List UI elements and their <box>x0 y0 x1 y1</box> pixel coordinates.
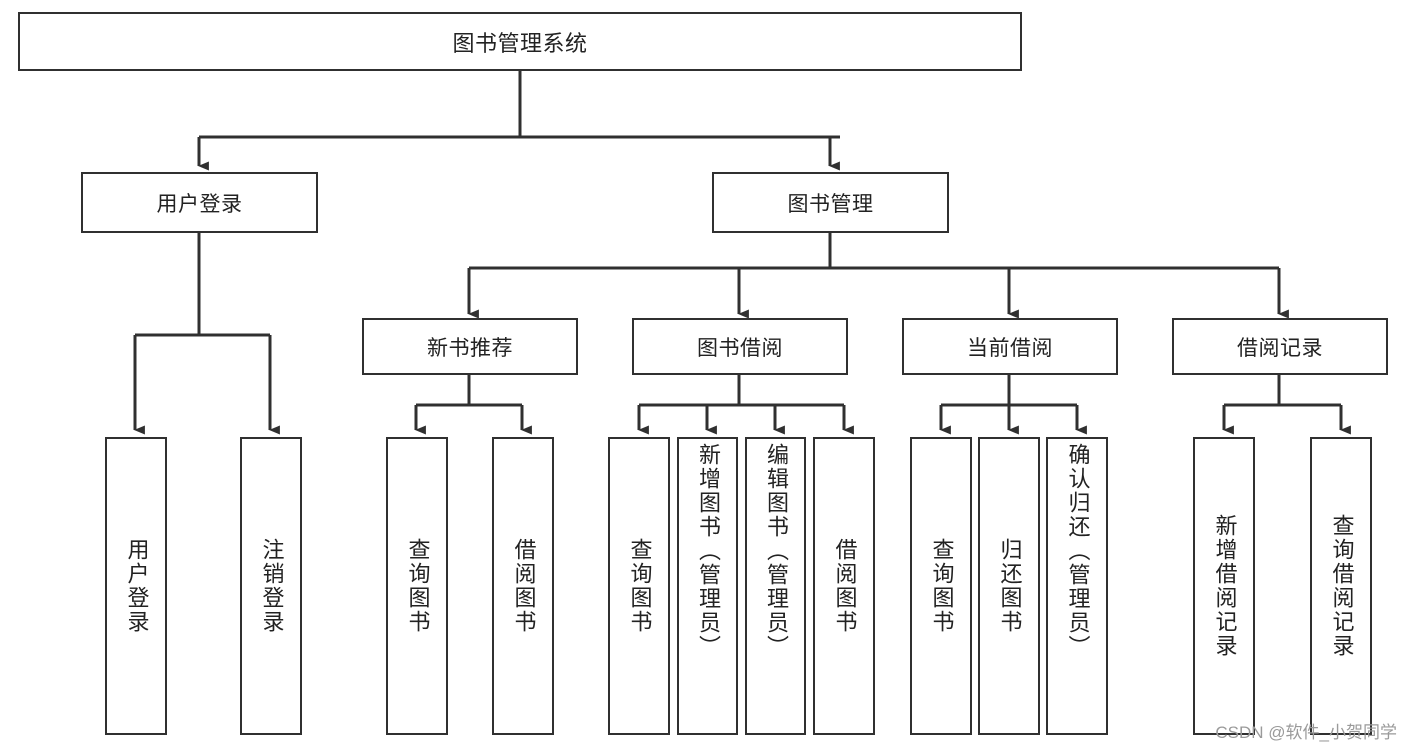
leaf-user-logout[interactable]: 注销登录 <box>240 437 302 735</box>
leaf-user-login-do[interactable]: 用户登录 <box>105 437 167 735</box>
node-borrow-record[interactable]: 借阅记录 <box>1172 318 1388 375</box>
node-label: 新书推荐 <box>427 336 513 360</box>
node-label: 查询图书 <box>627 538 653 634</box>
node-label: 查询借阅记录 <box>1329 514 1355 658</box>
leaf-borrow-query-book[interactable]: 查询图书 <box>608 437 670 735</box>
node-label: 图书借阅 <box>697 336 783 360</box>
node-label: 确认归还（管理员） <box>1065 443 1091 659</box>
node-label: 注销登录 <box>259 538 285 634</box>
csdn-watermark: CSDN @软件_小贺同学 <box>1215 723 1397 742</box>
leaf-current-query-book[interactable]: 查询图书 <box>910 437 972 735</box>
node-label: 查询图书 <box>929 538 955 634</box>
leaf-current-return-book[interactable]: 归还图书 <box>978 437 1040 735</box>
leaf-recommend-borrow-book[interactable]: 借阅图书 <box>492 437 554 735</box>
node-label: 借阅记录 <box>1237 336 1323 360</box>
node-label: 借阅图书 <box>511 538 537 634</box>
leaf-current-confirm-return-admin[interactable]: 确认归还（管理员） <box>1046 437 1108 735</box>
node-root-system[interactable]: 图书管理系统 <box>18 12 1022 71</box>
leaf-record-query-record[interactable]: 查询借阅记录 <box>1310 437 1372 735</box>
node-current-borrow[interactable]: 当前借阅 <box>902 318 1118 375</box>
node-label: 用户登录 <box>156 192 243 216</box>
leaf-borrow-add-book-admin[interactable]: 新增图书（管理员） <box>677 437 738 735</box>
node-label: 查询图书 <box>405 538 431 634</box>
leaf-record-add-record[interactable]: 新增借阅记录 <box>1193 437 1255 735</box>
node-new-book-recommend[interactable]: 新书推荐 <box>362 318 578 375</box>
leaf-recommend-query-book[interactable]: 查询图书 <box>386 437 448 735</box>
leaf-borrow-edit-book-admin[interactable]: 编辑图书（管理员） <box>745 437 806 735</box>
node-label: 新增图书（管理员） <box>695 443 721 659</box>
node-label: 图书管理 <box>787 192 874 216</box>
node-user-login[interactable]: 用户登录 <box>81 172 318 233</box>
leaf-borrow-borrow-book[interactable]: 借阅图书 <box>813 437 875 735</box>
node-label: 用户登录 <box>124 538 150 634</box>
node-label: 归还图书 <box>997 538 1023 634</box>
node-label: 当前借阅 <box>967 336 1053 360</box>
node-book-borrow[interactable]: 图书借阅 <box>632 318 848 375</box>
node-label: 图书管理系统 <box>452 30 588 56</box>
node-label: 编辑图书（管理员） <box>763 443 789 659</box>
node-book-management[interactable]: 图书管理 <box>712 172 949 233</box>
node-label: 借阅图书 <box>832 538 858 634</box>
node-label: 新增借阅记录 <box>1212 514 1238 658</box>
